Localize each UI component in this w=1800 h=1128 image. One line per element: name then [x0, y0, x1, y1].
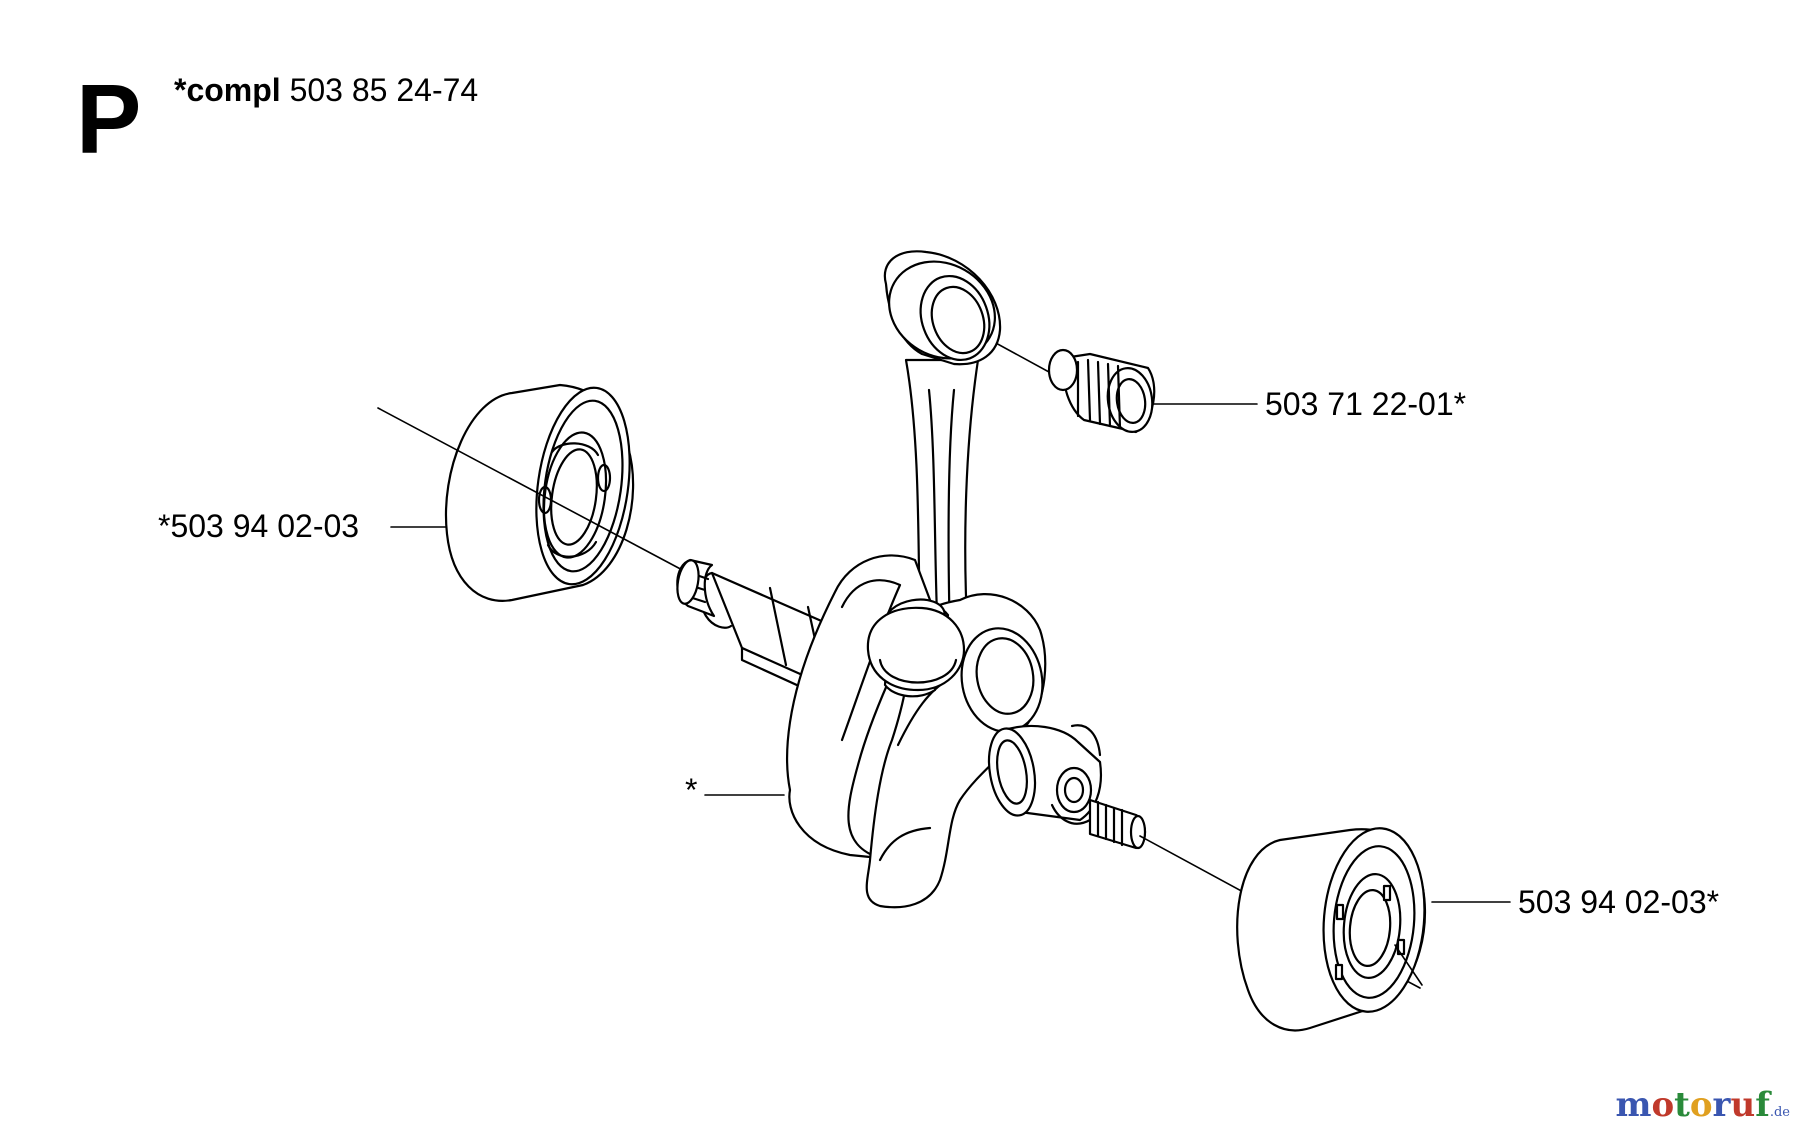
- needle-bearing: [1047, 348, 1156, 434]
- watermark-letter: t: [1674, 1085, 1690, 1125]
- right-shaft-stub: [987, 724, 1102, 825]
- section-letter: P: [76, 64, 142, 174]
- right-axis-line-through: [1394, 944, 1423, 986]
- right-axis-line: [1139, 835, 1259, 901]
- callout-right-bearing: 503 94 02-03*: [1518, 884, 1720, 920]
- left-axis-line: [377, 407, 689, 574]
- connecting-rod: [883, 250, 1002, 642]
- right-main-bearing: [1236, 827, 1426, 1032]
- compl-keyword: *compl: [174, 72, 281, 108]
- compl-part-number: 503 85 24-74: [289, 72, 479, 108]
- watermark-letter: o: [1651, 1085, 1675, 1125]
- watermark-letter: m: [1615, 1085, 1652, 1125]
- callout-left-bearing: *503 94 02-03: [158, 508, 360, 544]
- watermark-letter: u: [1730, 1085, 1756, 1125]
- watermark-suffix: .de: [1769, 1105, 1790, 1120]
- watermark-letter: f: [1755, 1085, 1770, 1125]
- crank-webs: [786, 554, 1047, 909]
- watermark-letter: r: [1712, 1085, 1731, 1125]
- left-main-bearing: [444, 383, 635, 602]
- callout-crankshaft: *: [685, 772, 698, 808]
- watermark-logo: motoruf.de: [1615, 1088, 1790, 1122]
- complete-assembly-number: *compl 503 85 24-74: [174, 74, 478, 106]
- left-thread: [676, 558, 716, 618]
- watermark-letter: o: [1689, 1085, 1713, 1125]
- right-thread: [1088, 798, 1147, 850]
- callout-needle-bearing: 503 71 22-01*: [1265, 386, 1467, 422]
